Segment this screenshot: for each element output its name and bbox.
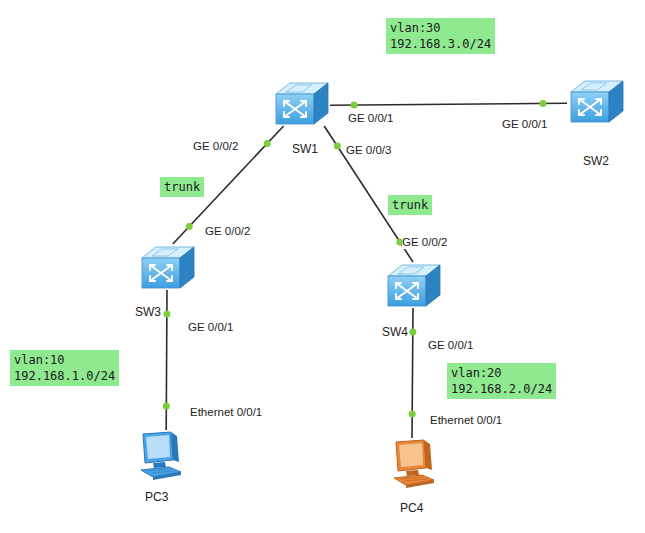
port-label: GE 0/0/1 [188, 321, 233, 334]
port-dot [163, 403, 170, 410]
switch-icon [138, 244, 196, 290]
tag-text: vlan:10 192.168.1.0/24 [14, 352, 115, 384]
vlan-tag: trunk [388, 195, 432, 215]
switch-node: SW3 [138, 244, 196, 290]
device-name: PC3 [145, 490, 168, 504]
port-label: Ethernet 0/0/1 [430, 414, 502, 427]
port-label: GE 0/0/2 [205, 225, 250, 238]
tag-text: vlan:30 192.168.3.0/24 [390, 20, 491, 52]
switch-icon [384, 262, 442, 308]
port-label: GE 0/0/2 [193, 140, 238, 153]
pc-icon [135, 430, 183, 482]
switch-icon [272, 80, 330, 126]
port-dot [409, 328, 416, 335]
port-label: GE 0/0/3 [346, 144, 391, 157]
port-dot [540, 100, 547, 107]
vlan-tag: vlan:30 192.168.3.0/24 [386, 18, 495, 54]
switch-node: SW2 [567, 78, 625, 124]
tag-text: trunk [164, 179, 200, 195]
vlan-tag: trunk [160, 177, 204, 197]
link-line [324, 126, 413, 262]
vlan-tag: vlan:10 192.168.1.0/24 [10, 350, 119, 386]
device-name: SW2 [583, 154, 609, 168]
tag-text: trunk [392, 197, 428, 213]
port-label: Ethernet 0/0/1 [190, 406, 262, 419]
vlan-tag: vlan:20 192.168.2.0/24 [447, 363, 556, 399]
link-line [330, 103, 567, 105]
device-name: SW4 [382, 325, 408, 339]
port-dot [186, 223, 193, 230]
port-label: GE 0/0/1 [348, 112, 393, 125]
port-dot [334, 143, 341, 150]
pc-node: PC4 [388, 438, 436, 490]
pc-icon [388, 438, 436, 490]
port-dot [264, 140, 271, 147]
port-dot [409, 411, 416, 418]
device-name: SW3 [135, 305, 161, 319]
pc-node: PC3 [135, 430, 183, 482]
device-name: SW1 [292, 142, 318, 156]
device-name: PC4 [400, 501, 423, 515]
port-label: GE 0/0/1 [428, 339, 473, 352]
switch-node: SW4 [384, 262, 442, 308]
link-line [412, 308, 413, 438]
port-dot [350, 102, 357, 109]
switch-icon [567, 78, 625, 124]
port-dot [163, 310, 170, 317]
port-label: GE 0/0/1 [502, 118, 547, 131]
port-label: GE 0/0/2 [402, 236, 447, 249]
switch-node: SW1 [272, 80, 330, 126]
tag-text: vlan:20 192.168.2.0/24 [451, 365, 552, 397]
